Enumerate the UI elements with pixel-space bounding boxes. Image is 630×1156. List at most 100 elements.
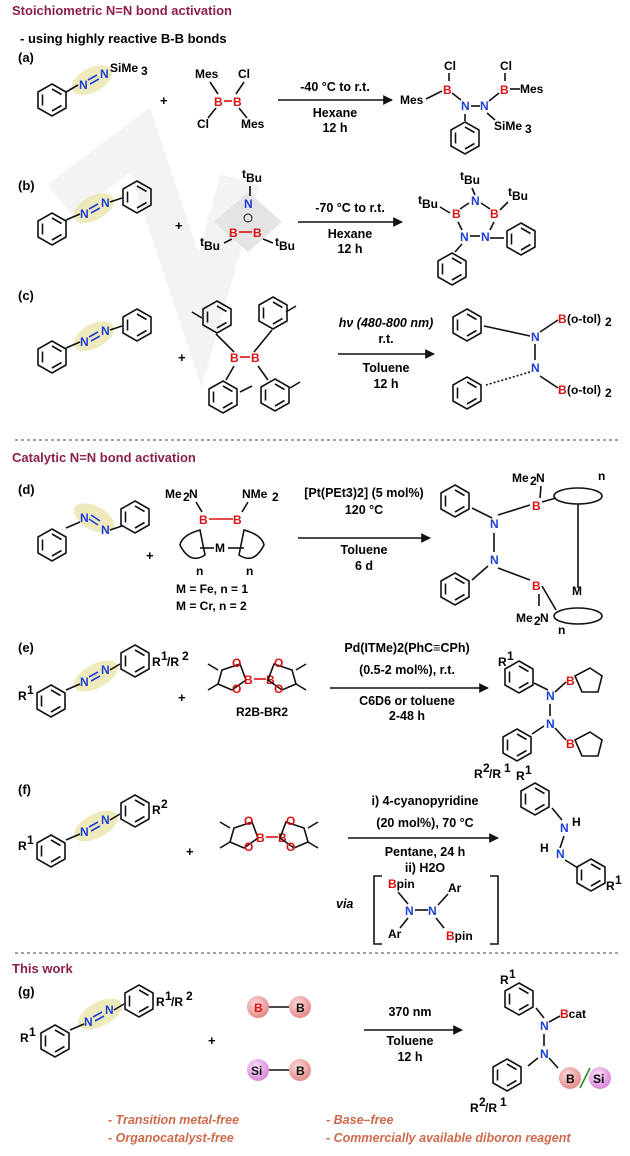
svg-text:Me: Me <box>512 471 529 485</box>
svg-text:Bu: Bu <box>512 189 528 203</box>
svg-text:B: B <box>199 513 208 527</box>
cond-a-2: Hexane <box>313 106 358 120</box>
feature-organocatalyst-free: - Organocatalyst-free <box>108 1131 234 1145</box>
svg-text:Mes: Mes <box>241 117 265 131</box>
svg-text:N: N <box>100 67 109 81</box>
label-a: (a) <box>18 50 34 65</box>
svg-text:t: t <box>242 167 246 181</box>
svg-text:Bu: Bu <box>246 171 262 185</box>
svg-text:O: O <box>244 840 253 854</box>
svg-text:N: N <box>244 197 253 211</box>
svg-text:B: B <box>233 513 242 527</box>
svg-text:N: N <box>105 1003 114 1017</box>
cond-g-3: 12 h <box>397 1050 422 1064</box>
cond-b-1: -70 °C to r.t. <box>315 201 385 215</box>
svg-text:B: B <box>296 1064 305 1078</box>
svg-text:2: 2 <box>182 649 189 663</box>
svg-text:1: 1 <box>615 873 622 887</box>
plus-e: + <box>178 690 186 705</box>
svg-text:SiMe: SiMe <box>494 119 522 133</box>
svg-text:B: B <box>532 499 541 513</box>
svg-text:O: O <box>274 682 283 696</box>
svg-text:O: O <box>286 840 295 854</box>
svg-text:2: 2 <box>534 614 541 628</box>
svg-text:N: N <box>101 523 110 537</box>
svg-text:O: O <box>286 814 295 828</box>
svg-text:N: N <box>546 717 555 731</box>
svg-text:1: 1 <box>27 683 34 697</box>
svg-text:R: R <box>470 1101 479 1115</box>
svg-text:N: N <box>101 663 110 677</box>
svg-text:B: B <box>256 831 265 845</box>
svg-text:2: 2 <box>605 315 612 329</box>
svg-text:R: R <box>152 655 161 669</box>
svg-text:M: M <box>215 541 225 555</box>
svg-text:(o-tol): (o-tol) <box>567 383 601 397</box>
svg-text:O: O <box>274 656 283 670</box>
svg-text:R: R <box>156 995 165 1009</box>
svg-text:Bpin: Bpin <box>446 929 473 943</box>
intermediate-f: via Bpin N N Ar Ar Bpin <box>336 875 499 945</box>
svg-text:B: B <box>278 831 287 845</box>
svg-text:N: N <box>461 99 470 113</box>
cond-a-1: -40 °C to r.t. <box>300 80 370 94</box>
svg-text:R: R <box>18 839 27 853</box>
svg-text:Bu: Bu <box>279 239 295 253</box>
svg-text:t: t <box>275 235 279 249</box>
svg-text:Ar: Ar <box>388 927 402 941</box>
svg-text:N: N <box>189 487 198 501</box>
svg-text:N: N <box>80 511 89 525</box>
svg-text:1: 1 <box>165 989 172 1003</box>
cond-f-1: i) 4-cyanopyridine <box>372 794 479 808</box>
product-c: N B (o-tol)2 N B (o-tol)2 <box>452 308 612 410</box>
svg-text:N: N <box>540 611 549 625</box>
svg-text:N: N <box>405 904 414 918</box>
svg-text:t: t <box>418 193 422 207</box>
svg-text:N: N <box>80 335 89 349</box>
svg-text:/R: /R <box>167 655 179 669</box>
reagent-label-e: R2B-BR2 <box>236 705 288 719</box>
svg-text:n: n <box>558 623 565 637</box>
svg-text:O: O <box>232 656 241 670</box>
cond-c-2: r.t. <box>378 332 393 346</box>
svg-text:N: N <box>546 689 555 703</box>
label-e: (e) <box>18 640 34 655</box>
plus-b: + <box>175 218 183 233</box>
svg-text:B: B <box>490 207 499 221</box>
cond-g-2: Toluene <box>387 1034 434 1048</box>
svg-text:2: 2 <box>483 761 490 775</box>
svg-text:/R: /R <box>489 767 501 781</box>
svg-text:/R: /R <box>485 1101 497 1115</box>
svg-text:Bpin: Bpin <box>388 877 415 891</box>
svg-text:N: N <box>480 99 489 113</box>
cond-e-4: 2-48 h <box>389 709 425 723</box>
label-c: (c) <box>18 288 34 303</box>
svg-text:1: 1 <box>161 649 168 663</box>
svg-text:NMe: NMe <box>242 487 268 501</box>
cond-a-3: 12 h <box>322 121 347 135</box>
svg-text:N: N <box>84 1015 93 1029</box>
via-label: via <box>336 897 353 911</box>
svg-text:Cl: Cl <box>197 117 209 131</box>
svg-text:2: 2 <box>183 490 190 504</box>
cond-d-2: 120 °C <box>345 503 383 517</box>
svg-text:t: t <box>508 185 512 199</box>
svg-text:N: N <box>460 230 469 244</box>
svg-text:O: O <box>244 814 253 828</box>
cond-c-4: 12 h <box>373 377 398 391</box>
svg-text:n: n <box>598 469 605 483</box>
cond-f-4: ii) H2O <box>405 861 446 875</box>
label-g: (g) <box>18 984 35 999</box>
svg-text:B: B <box>233 95 242 109</box>
svg-text:Si: Si <box>593 1072 604 1086</box>
svg-text:R: R <box>18 689 27 703</box>
svg-text:N: N <box>556 847 565 861</box>
section-title-catalytic: Catalytic N=N bond activation <box>12 450 196 465</box>
svg-text:N: N <box>536 471 545 485</box>
svg-text:N: N <box>531 361 540 375</box>
